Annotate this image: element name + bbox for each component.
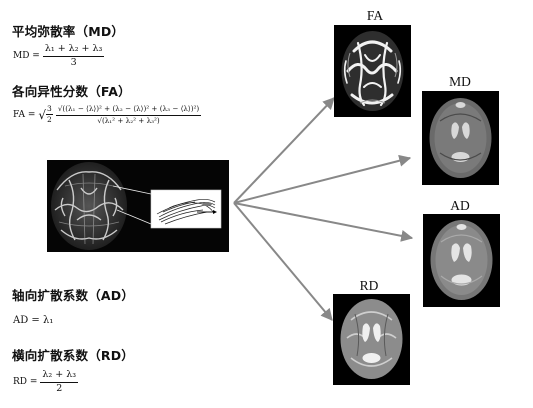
fa-heading: 各向异性分数（FA）	[12, 84, 131, 99]
rd-brain-graphic	[340, 299, 403, 379]
fa-sqrt-denominator: 2	[47, 115, 52, 124]
ad-heading: 轴向扩散系数（AD）	[12, 288, 135, 303]
fa-formula: FA = √ 3 2 √((λ₁ − ⟨λ⟩)² + (λ₂ − ⟨λ⟩)² +…	[13, 102, 202, 125]
fa-map-label: FA	[366, 8, 384, 23]
fa-denominator: √(λ₁² + λ₂² + λ₃²)	[97, 115, 160, 125]
fa-sqrt-fraction: 3 2	[46, 105, 53, 124]
md-formula: MD = λ₁ + λ₂ + λ₃ 3	[13, 43, 105, 69]
ad-formula: AD = λ₁	[13, 315, 54, 326]
rd-denominator: 2	[56, 382, 63, 394]
arrow-to-fa	[233, 97, 335, 204]
rd-heading: 横向扩散系数（RD）	[12, 348, 135, 363]
rd-formula-lhs: RD =	[13, 377, 38, 387]
md-map-image	[422, 91, 499, 185]
fa-map-image	[334, 25, 411, 117]
rd-fraction: λ₂ + λ₃ 2	[40, 369, 79, 395]
md-denominator: 3	[70, 56, 77, 68]
fa-fraction: √((λ₁ − ⟨λ⟩)² + (λ₂ − ⟨λ⟩)² + (λ₃ − ⟨λ⟩)…	[55, 104, 202, 125]
tractography-graphic	[51, 162, 222, 250]
ad-map-image	[423, 214, 500, 307]
ad-brain-graphic	[430, 220, 493, 300]
arrow-to-md	[233, 154, 412, 204]
md-numerator: λ₁ + λ₂ + λ₃	[42, 43, 105, 57]
md-heading: 平均弥散率（MD）	[12, 24, 125, 39]
radical-sign: √	[38, 108, 47, 122]
md-map-label: MD	[449, 74, 471, 89]
ad-map-label: AD	[450, 198, 470, 213]
rd-formula: RD = λ₂ + λ₃ 2	[13, 369, 79, 395]
fa-sqrt-numerator: 3	[46, 104, 53, 115]
md-brain-graphic	[429, 98, 492, 178]
rd-map-label: RD	[359, 278, 379, 293]
fa-brain-graphic	[341, 31, 404, 111]
fa-formula-lhs: FA =	[13, 110, 36, 120]
rd-numerator: λ₂ + λ₃	[40, 369, 79, 383]
rd-map-image	[333, 294, 410, 385]
arrow-to-ad	[233, 202, 414, 242]
fa-numerator: √((λ₁ − ⟨λ⟩)² + (λ₂ − ⟨λ⟩)² + (λ₃ − ⟨λ⟩)…	[55, 104, 202, 116]
arrow-to-rd	[233, 202, 333, 321]
center-tractography-image	[47, 160, 229, 252]
md-fraction: λ₁ + λ₂ + λ₃ 3	[42, 43, 105, 69]
md-formula-lhs: MD =	[13, 51, 40, 61]
